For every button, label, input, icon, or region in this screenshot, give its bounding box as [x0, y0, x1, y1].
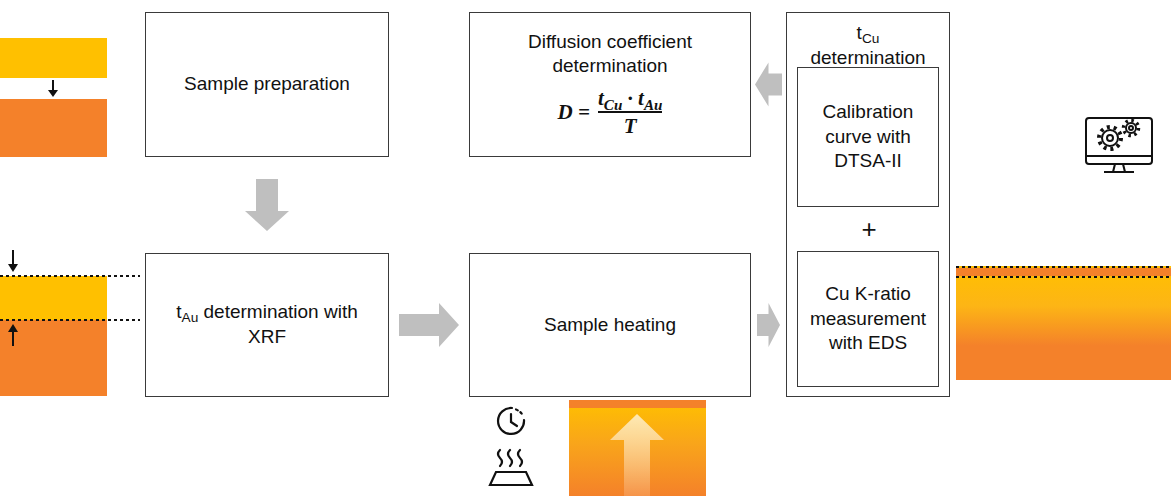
process-box: Calibration curve with DTSA-II [797, 67, 939, 207]
formula-part: tCu · tAu [598, 85, 662, 111]
box-label: Cu K-ratio measurement with EDS [808, 282, 928, 356]
process-box: tAu determination with XRF [145, 253, 389, 397]
computer-icon [1086, 118, 1152, 172]
formula-part: T [598, 111, 662, 139]
box-label: tCu determination [797, 21, 939, 70]
box-label: Calibration curve with DTSA-II [808, 100, 928, 174]
block-arrow [399, 303, 459, 347]
formula-row: D = tCu · tAuT [558, 85, 663, 140]
group-box: tCu determinationCalibration curve with … [786, 12, 950, 397]
box-label: tAu determination with XRF [156, 300, 378, 349]
process-box: Sample heating [469, 253, 751, 397]
block-arrow [755, 63, 782, 107]
block-arrow [245, 179, 289, 231]
box-label: Sample preparation [184, 72, 350, 97]
heated-sample [569, 400, 706, 496]
plus-sign: + [787, 211, 951, 247]
formula-part: D = [558, 99, 590, 125]
fraction: tCu · tAuT [598, 85, 662, 140]
process-box: Sample preparation [145, 12, 389, 157]
formula-box: Diffusion coefficient determination D = tC… [469, 12, 751, 157]
heater-icon [490, 450, 532, 485]
clock-icon [498, 408, 524, 434]
thickness-sample [0, 250, 140, 396]
box-label: Sample heating [544, 313, 676, 338]
block-arrow [757, 303, 780, 347]
diffused-sample [956, 266, 1171, 380]
sample-layers [0, 38, 107, 157]
process-box: Cu K-ratio measurement with EDS [797, 251, 939, 387]
box-label: Diffusion coefficient determination [480, 30, 740, 79]
